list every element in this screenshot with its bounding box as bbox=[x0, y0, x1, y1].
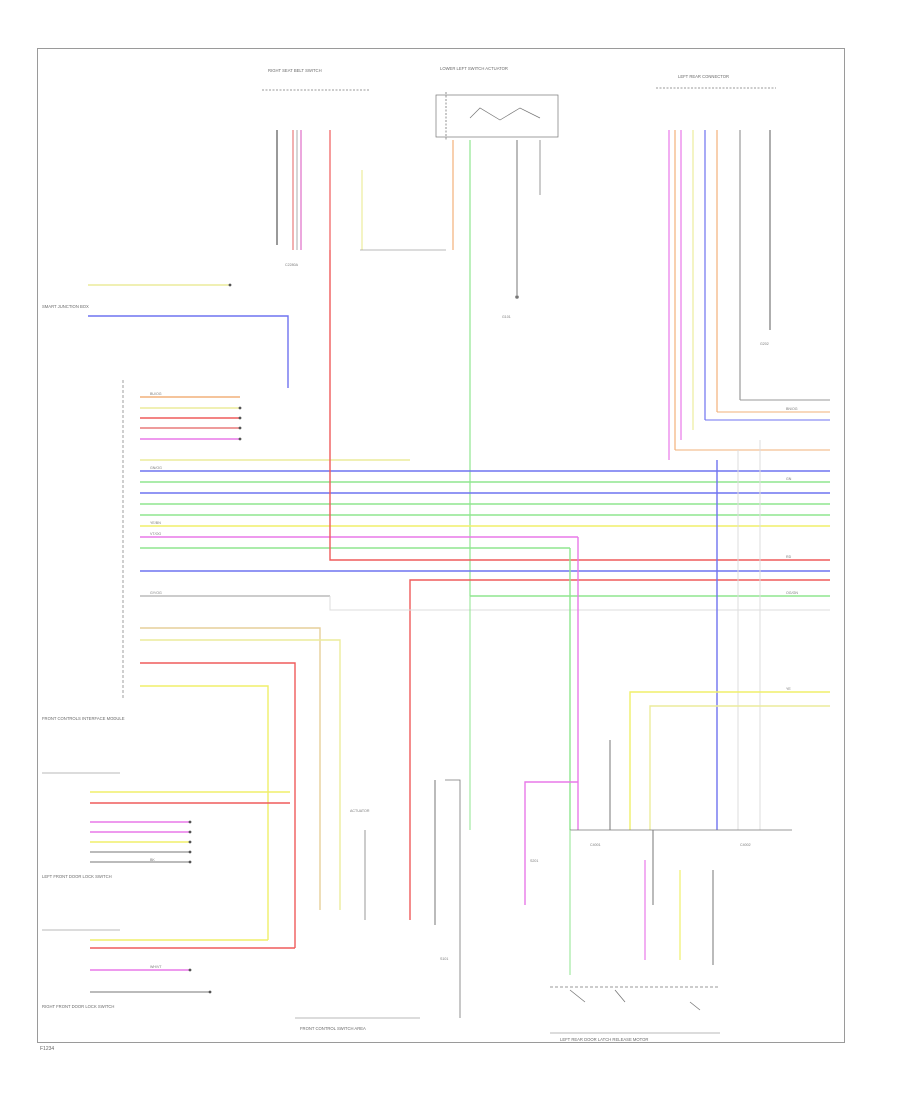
top-actuator-label: LOWER LEFT SWITCH ACTUATOR bbox=[440, 66, 508, 71]
front-control-label: FRONT CONTROLS INTERFACE MODULE bbox=[42, 716, 125, 721]
wire-labels: BU/OG GN/OG YE/BN VT/OG RD GY/OG BK WH/V… bbox=[150, 392, 798, 969]
connector-right-1-label: C4001 bbox=[590, 843, 601, 847]
splice-1-label: S101 bbox=[440, 957, 448, 961]
wire-label-wh-vt: WH/VT bbox=[150, 965, 162, 969]
top-right-connector: LEFT REAR CONNECTOR G202 bbox=[656, 74, 776, 460]
module-label: SMART JUNCTION BOX bbox=[42, 304, 89, 309]
wire-label-ye-bn: YE/BN bbox=[150, 521, 161, 525]
ground-2-label: G202 bbox=[760, 342, 769, 346]
footer-code: F1234 bbox=[40, 1046, 55, 1052]
wire-label-bu-og: BU/OG bbox=[150, 392, 162, 396]
diagram-frame bbox=[37, 48, 845, 1043]
wire-label-bk: BK bbox=[150, 858, 155, 862]
left-switch-2-label: RIGHT FRONT DOOR LOCK SWITCH bbox=[42, 1004, 114, 1009]
connector-right-2-label: C4002 bbox=[740, 843, 751, 847]
wire-label-rd: RD bbox=[786, 555, 792, 559]
top-left-group-label: RIGHT SEAT BELT SWITCH bbox=[268, 68, 322, 73]
bottom-module-label: LEFT REAR DOOR LATCH RELEASE MOTOR bbox=[560, 1037, 648, 1042]
connector-pins bbox=[188, 283, 242, 994]
wire-label-og-gn: OG/GN bbox=[786, 591, 798, 595]
splice-2-label: S201 bbox=[530, 859, 538, 863]
wire-label-gn: GN bbox=[786, 477, 792, 481]
center-bottom-group: FRONT CONTROL SWITCH AREA ACTUATOR S101 bbox=[295, 779, 461, 1031]
top-actuator: LOWER LEFT SWITCH ACTUATOR G101 bbox=[435, 66, 559, 596]
front-control-area-label: FRONT CONTROL SWITCH AREA bbox=[300, 1026, 366, 1031]
wire-label-gn-og: GN/OG bbox=[150, 466, 162, 470]
front-control-module: SMART JUNCTION BOX FRONT CONTROLS INTERF… bbox=[42, 304, 125, 721]
wire-label-ye: YE bbox=[786, 687, 791, 691]
top-right-group-label: LEFT REAR CONNECTOR bbox=[678, 74, 729, 79]
left-switch-2: RIGHT FRONT DOOR LOCK SWITCH bbox=[42, 929, 295, 1009]
ground-1-label: G101 bbox=[502, 315, 511, 319]
right-lower-module: C4001 C4002 LEFT REAR DOOR LATCH RELEASE… bbox=[530, 829, 792, 1042]
wire-label-bn-og: BN/OG bbox=[786, 407, 798, 411]
top-left-switch-group: RIGHT SEAT BELT SWITCH C2280A bbox=[262, 68, 446, 267]
horizontal-wires bbox=[88, 250, 830, 948]
connector-left-1-label: C2280A bbox=[285, 263, 299, 267]
actuator-label: ACTUATOR bbox=[350, 809, 370, 813]
wire-label-gy-og: GY/OG bbox=[150, 591, 162, 595]
wire-label-vt-og: VT/OG bbox=[150, 532, 161, 536]
left-switch-1-label: LEFT FRONT DOOR LOCK SWITCH bbox=[42, 874, 112, 879]
left-switch-1: LEFT FRONT DOOR LOCK SWITCH bbox=[42, 772, 290, 879]
